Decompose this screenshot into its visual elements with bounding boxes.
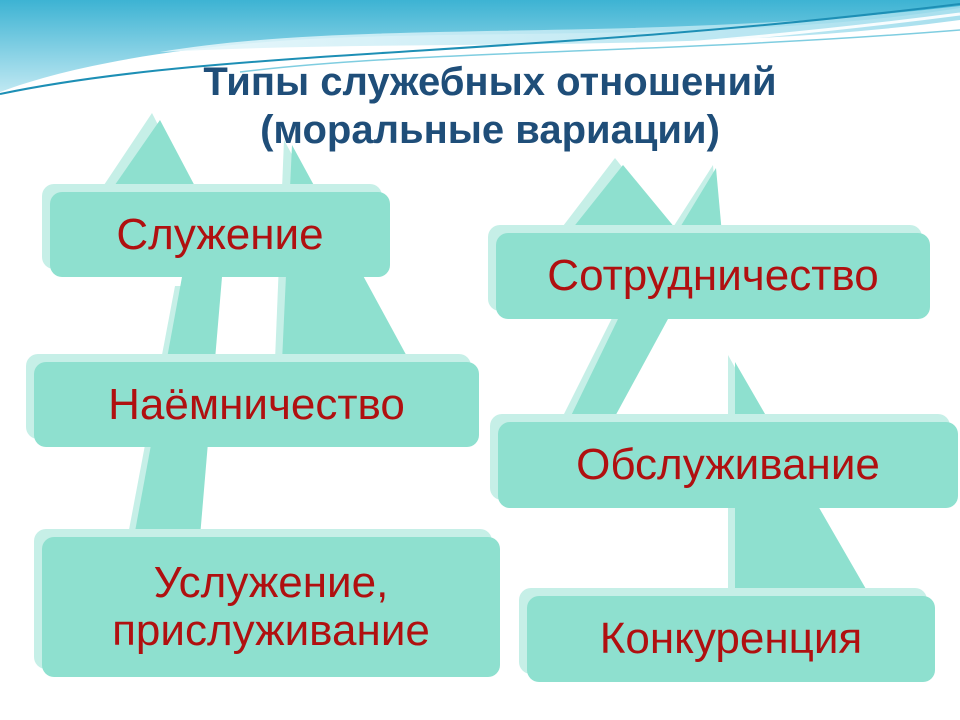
- box-sluzhenie: Служение: [50, 192, 390, 277]
- box-sotrudnichestvo: Сотрудничество: [496, 233, 930, 319]
- wave-background: [0, 0, 960, 102]
- arrow-down-right-top: [676, 168, 722, 234]
- arrow-up-top-left: [110, 120, 198, 192]
- box-naemnichestvo: Наёмничество: [34, 362, 479, 447]
- box-usluzhenie: Услужение, прислуживание: [42, 537, 500, 677]
- arrow-up-right: [568, 319, 668, 422]
- box-konkurentsiya: Конкуренция: [527, 596, 935, 682]
- page-title: Типы служебных отношений: [203, 60, 777, 104]
- page-subtitle: (моральные вариации): [260, 108, 720, 152]
- arrow-up-top-right: [568, 165, 680, 234]
- box-obsluzhivanie: Обслуживание: [498, 422, 958, 508]
